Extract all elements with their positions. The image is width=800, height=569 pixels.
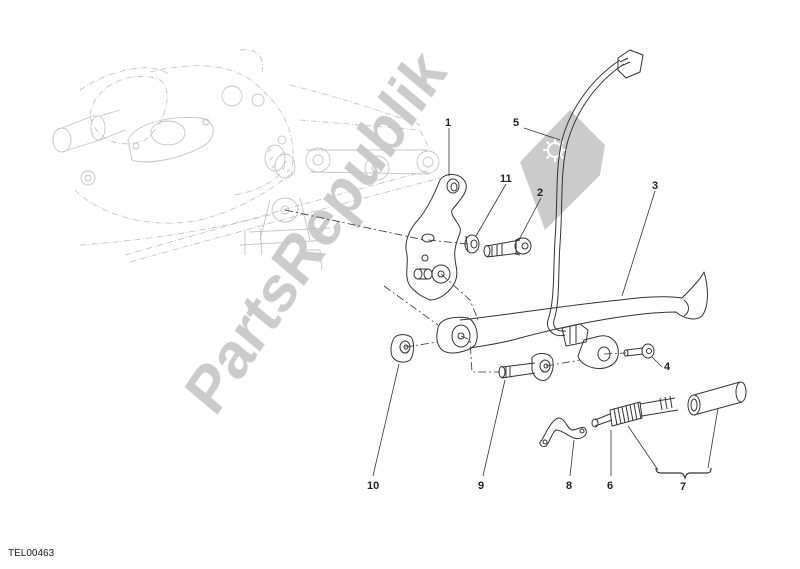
leader-5 (523, 127, 561, 141)
part-7-sleeve (687, 381, 747, 416)
leader-8 (569, 439, 575, 477)
part-9-pivot-bolt (498, 353, 554, 381)
leader-9 (482, 379, 506, 477)
callout-5: 5 (513, 117, 520, 129)
part-8-spring-plate (539, 417, 587, 447)
engine-case-ghost (74, 49, 441, 263)
leader-7a (627, 425, 659, 471)
gear-icon (543, 138, 567, 162)
watermark-badge (520, 110, 605, 230)
leader-3 (621, 190, 656, 297)
bracket-7 (655, 467, 712, 480)
part-3-side-stand (436, 271, 708, 369)
callout-4: 4 (664, 361, 671, 373)
callout-2: 2 (537, 187, 544, 199)
part-2-bolt (483, 237, 532, 258)
drawing-reference: TEL00463 (8, 548, 55, 559)
callout-8: 8 (566, 480, 573, 492)
engine-case-solid-ghost (52, 85, 440, 271)
callout-9: 9 (478, 480, 485, 492)
parts-line-art (390, 49, 747, 447)
part-1-bracket (405, 174, 467, 301)
leader-11 (475, 183, 507, 237)
callout-1: 1 (445, 117, 452, 129)
part-4-bolt (623, 343, 655, 359)
leader-4 (651, 356, 663, 368)
callout-10: 10 (367, 480, 380, 492)
watermark-text: PartsRepublik (173, 37, 459, 427)
part-10-bushing (390, 334, 414, 363)
callout-6: 6 (607, 480, 614, 492)
leader-7b (707, 407, 719, 469)
part-5-sensor-cable (546, 49, 644, 347)
part-6-spring (591, 395, 679, 428)
leader-2 (519, 197, 542, 239)
callout-11: 11 (500, 173, 512, 185)
leader-lines (372, 127, 719, 480)
leader-10 (372, 363, 400, 477)
callout-7: 7 (680, 481, 687, 493)
callout-3: 3 (652, 180, 659, 192)
assembly-lines (284, 209, 627, 373)
